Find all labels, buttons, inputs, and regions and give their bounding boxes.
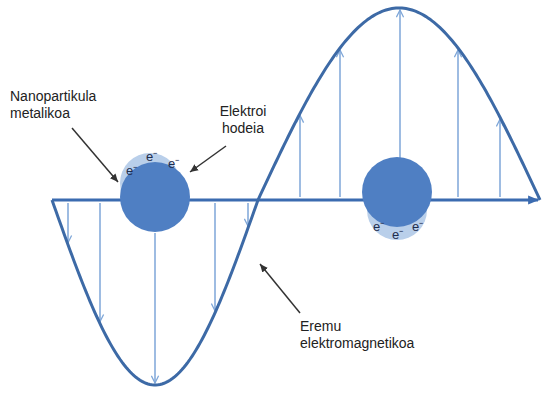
wave-curve [52,8,540,385]
electron-symbol: e⁻ [126,163,137,179]
electron-symbol: e⁻ [412,219,423,235]
field-vector [299,115,301,197]
field-vector [214,203,216,311]
electron-symbol: e⁻ [168,156,179,172]
field-vector [99,203,101,322]
electron-symbol: e⁻ [146,149,157,165]
leader-line [190,146,226,172]
callout-label: Eremu elektromagnetikoa [300,318,440,352]
callout-label: Nanopartikula metalikoa [10,88,120,122]
field-vector [67,203,69,243]
callout-label: Elektroi hodeia [205,103,281,137]
field-vector [399,10,401,158]
leader-line [260,264,300,313]
field-vector [457,50,459,197]
metal-nanoparticle [120,162,190,232]
field-vector [339,50,341,197]
electron-symbol: e⁻ [392,227,403,243]
field-vector [154,233,156,383]
field-vector [499,119,501,197]
metal-nanoparticle [362,157,432,227]
field-arrows [68,10,500,383]
leader-line [72,128,118,182]
electron-symbol: e⁻ [373,219,384,235]
